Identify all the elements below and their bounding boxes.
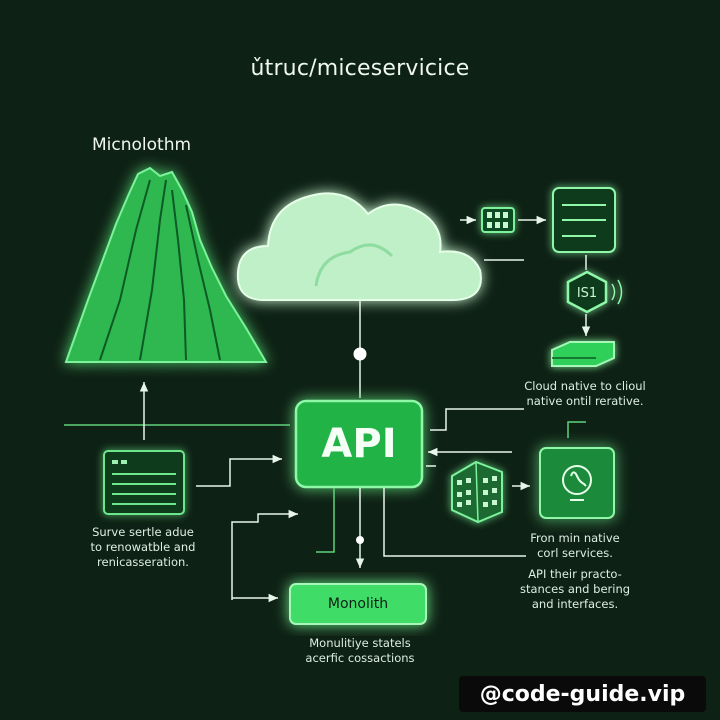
cloud-icon — [236, 192, 482, 301]
caption-right-bottom: API their practo- stances and bering and… — [505, 567, 645, 612]
caption-line: Fron min native — [530, 531, 620, 545]
monolith-box — [289, 583, 427, 625]
caption-line: Cloud native to clioul — [524, 379, 646, 393]
document-box — [552, 187, 616, 253]
caption-line: and interfaces. — [531, 597, 619, 611]
device-icon — [551, 341, 615, 367]
page-title: ǔtruc/miceservicice — [250, 56, 470, 81]
caption-line: native ontil rerative. — [526, 394, 644, 408]
monolith-label: Monolith — [327, 596, 389, 612]
caption-right-top: Cloud native to clioul native ontil rera… — [505, 379, 665, 409]
chip-icon — [481, 207, 515, 233]
caption-line: acerfic cossactions — [305, 651, 415, 665]
caption-left: Surve sertle adue to renowatble and reni… — [68, 525, 218, 570]
caption-line: to renowatble and — [90, 540, 196, 554]
monolith-heading: Micnolothm — [92, 135, 192, 155]
service-box — [539, 447, 615, 519]
watermark: @code-guide.vip — [459, 676, 706, 712]
hexagon-label: IS1 — [576, 285, 598, 301]
caption-line: renicasseration. — [97, 555, 189, 569]
left-server-box — [103, 450, 185, 515]
hexagon-icon — [566, 270, 623, 314]
building-icon — [451, 460, 503, 524]
caption-line: stances and bering — [519, 582, 631, 596]
api-box — [294, 399, 424, 489]
mountain-icon — [64, 166, 268, 363]
caption-line: Surve sertle adue — [92, 525, 194, 539]
caption-line: Monulitiye statels — [309, 636, 411, 650]
caption-right-mid: Fron min native corl services. — [505, 531, 645, 561]
caption-bottom: Monulitiye statels acerfic cossactions — [290, 636, 430, 666]
api-label: API — [321, 421, 397, 467]
caption-line: API their practo- — [528, 567, 622, 581]
caption-line: corl services. — [537, 546, 613, 560]
